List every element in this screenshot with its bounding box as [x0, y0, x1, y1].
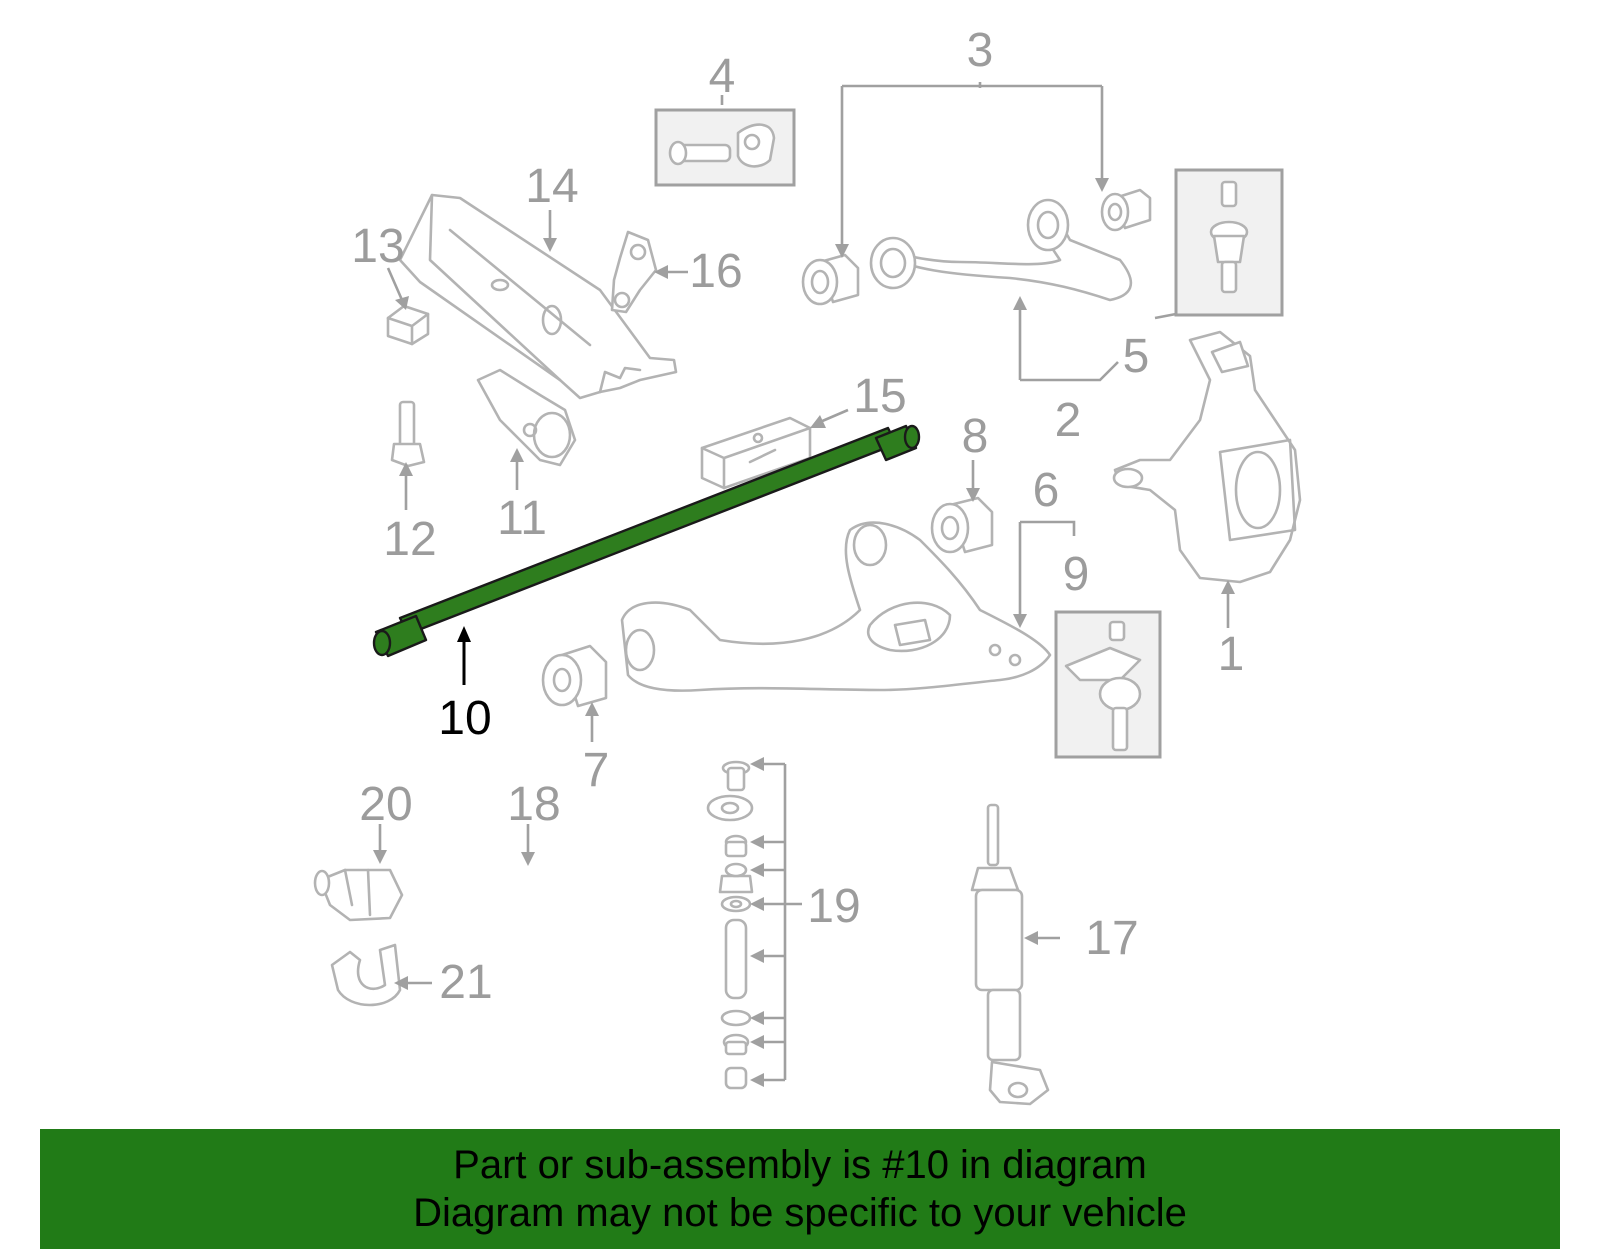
callout-2[interactable]: 2 [1055, 394, 1082, 447]
callout-21[interactable]: 21 [439, 956, 492, 1009]
part-11-bracket[interactable] [476, 368, 577, 467]
callout-9[interactable]: 9 [1063, 548, 1090, 601]
callout-5[interactable]: 5 [1123, 330, 1150, 383]
callout-19[interactable]: 19 [807, 880, 860, 933]
callout-7[interactable]: 7 [583, 744, 610, 797]
part-18-stabilizer-bar[interactable] [370, 794, 754, 927]
part-6-lower-control-arm[interactable] [620, 521, 1052, 692]
part-3-upper-arm-bushing[interactable] [801, 188, 1152, 306]
part-17-shock-absorber[interactable] [970, 803, 1050, 1106]
part-7-lower-arm-bushing[interactable] [541, 644, 608, 708]
callout-10[interactable]: 10 [438, 692, 491, 745]
part-5-upper-ball-joint[interactable] [1174, 168, 1284, 317]
part-20-stabilizer-bushing[interactable] [313, 868, 404, 922]
part-14-crossmember[interactable] [398, 193, 678, 400]
callout-11[interactable]: 11 [497, 492, 547, 545]
banner-line-part: Part or sub-assembly is #10 in diagram [453, 1143, 1147, 1187]
part-9-lower-ball-joint[interactable] [1054, 610, 1162, 759]
callout-4[interactable]: 4 [709, 50, 736, 103]
callout-labels: 1 2 3 4 5 6 7 8 9 10 11 12 13 14 15 16 1… [351, 24, 1244, 1009]
callout-17[interactable]: 17 [1085, 912, 1138, 965]
part-10-torsion-bar[interactable] [372, 424, 921, 658]
part-16-bracket[interactable] [610, 230, 658, 314]
part-10-leader [457, 626, 471, 685]
leader-lines [373, 82, 1235, 1087]
callout-18[interactable]: 18 [507, 778, 560, 831]
callout-1[interactable]: 1 [1218, 628, 1245, 681]
callout-20[interactable]: 20 [359, 778, 412, 831]
part-2-upper-control-arm[interactable] [869, 198, 1133, 302]
callout-16[interactable]: 16 [689, 245, 742, 298]
callout-8[interactable]: 8 [962, 410, 989, 463]
part-13-nut[interactable] [386, 304, 430, 346]
part-8-lower-arm-bushing[interactable] [930, 496, 994, 554]
part-12-bolt[interactable] [390, 400, 426, 468]
callout-3[interactable]: 3 [967, 24, 994, 77]
callout-13[interactable]: 13 [351, 220, 404, 273]
callout-14[interactable]: 14 [525, 160, 578, 213]
callout-12[interactable]: 12 [383, 513, 436, 566]
callout-6[interactable]: 6 [1033, 464, 1060, 517]
part-4-cam-bolt-kit[interactable] [654, 108, 796, 187]
banner-line-disclaimer: Diagram may not be specific to your vehi… [413, 1191, 1187, 1235]
part-21-bushing-clamp[interactable] [330, 943, 402, 1007]
callout-15[interactable]: 15 [853, 370, 906, 423]
info-banner: Part or sub-assembly is #10 in diagram D… [40, 1129, 1560, 1249]
part-1-steering-knuckle[interactable] [1112, 330, 1302, 584]
